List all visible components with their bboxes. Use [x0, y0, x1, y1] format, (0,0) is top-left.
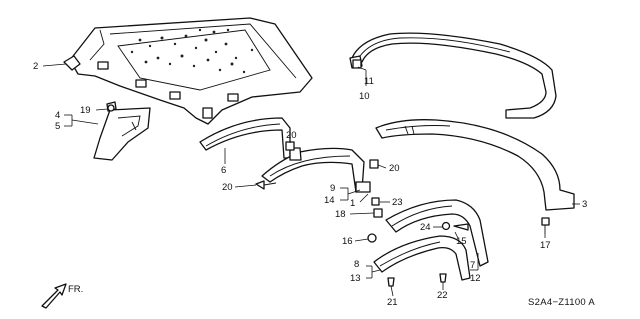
callout-24: 24 [420, 222, 431, 233]
callout-14: 14 [324, 195, 335, 206]
callout-10: 10 [359, 91, 370, 102]
side-trim-7 [385, 199, 489, 267]
callout-20-upper: 20 [286, 130, 297, 141]
callout-1: 1 [350, 198, 355, 209]
fasteners [107, 59, 550, 287]
callout-19: 19 [80, 105, 91, 116]
callout-numbers: 2 4 5 19 6 20 20 11 10 20 9 14 1 23 18 1… [33, 61, 587, 308]
callout-15: 15 [456, 236, 467, 247]
callout-16: 16 [342, 236, 353, 247]
direction-label: FR. [68, 284, 83, 295]
leader-lines [42, 63, 580, 297]
diagram-code: S2A4−Z1100 A [528, 297, 595, 308]
callout-8: 8 [354, 259, 359, 270]
callout-6: 6 [221, 165, 226, 176]
roof-panel [63, 17, 313, 125]
weatherstrip-6 [199, 117, 291, 159]
pillar-trim [261, 147, 371, 193]
callout-13: 13 [350, 273, 361, 284]
rear-trim-3 [375, 119, 575, 211]
callout-2: 2 [33, 61, 38, 72]
callout-17: 17 [540, 240, 551, 251]
callout-5: 5 [55, 121, 60, 132]
side-bracket [93, 101, 151, 161]
front-direction-arrow: FR. [41, 283, 83, 309]
rear-frame [349, 32, 557, 119]
callout-18: 18 [335, 209, 346, 220]
callout-11: 11 [364, 76, 374, 87]
callout-23: 23 [392, 197, 403, 208]
callout-22-right: 22 [437, 290, 448, 301]
callout-12: 12 [470, 273, 481, 284]
side-trim-8 [373, 235, 471, 281]
callout-9: 9 [330, 183, 335, 194]
callout-4: 4 [55, 110, 60, 121]
callout-7: 7 [470, 260, 475, 271]
callout-22-left: 21 [387, 297, 398, 308]
callout-3: 3 [582, 199, 587, 210]
callout-20-lower: 20 [389, 163, 400, 174]
callout-21: 20 [222, 182, 233, 193]
